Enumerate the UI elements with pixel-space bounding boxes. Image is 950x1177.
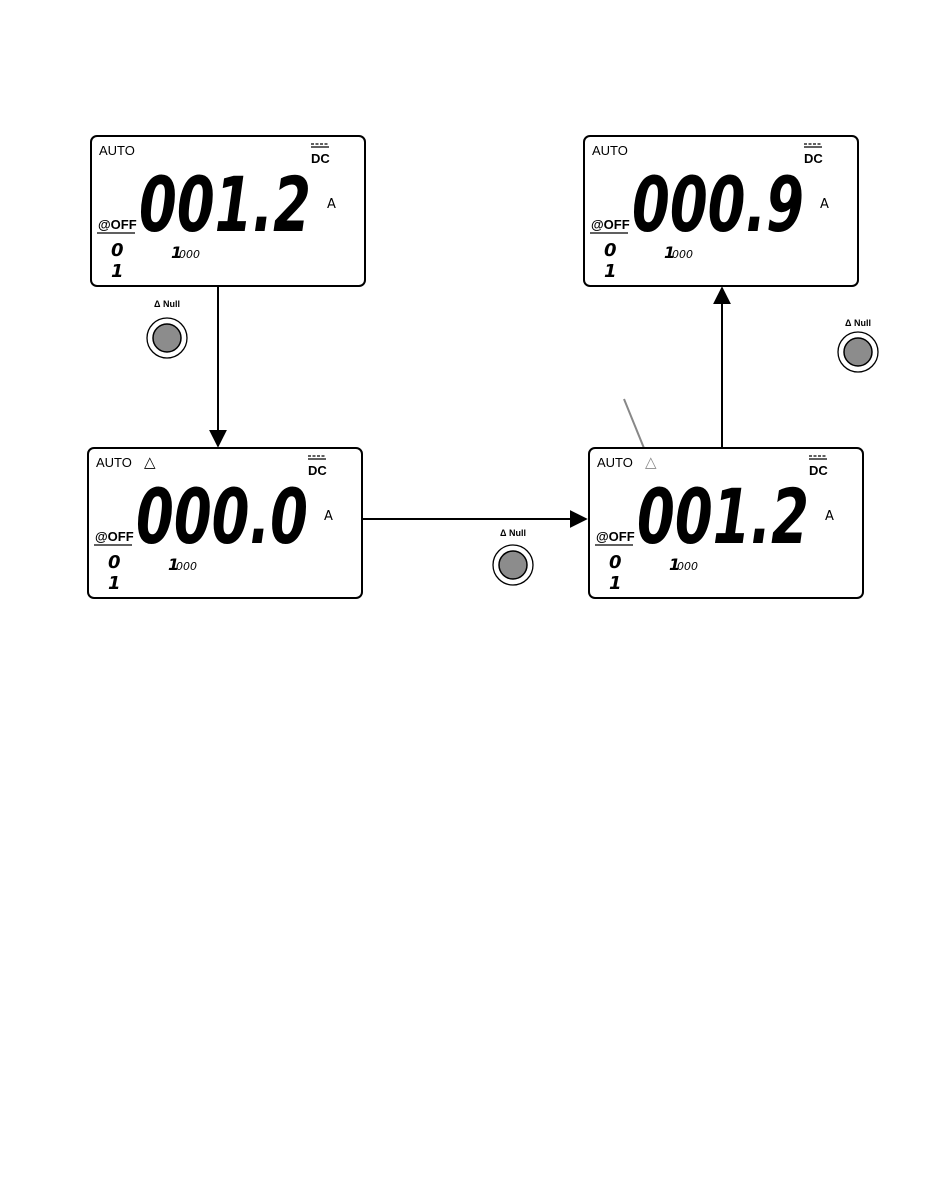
button-cap[interactable]: [499, 551, 527, 579]
main-reading: 001.2: [139, 160, 311, 249]
delta-annunciator: △: [144, 453, 156, 471]
range-indicator: 000: [176, 560, 197, 573]
dc-annunciator: DC: [804, 151, 823, 166]
range-indicator: 000: [672, 248, 693, 261]
unit-annunciator: A: [825, 509, 834, 524]
sub-digit-bottom: 1: [604, 261, 617, 282]
delta-icon: Δ: [845, 318, 854, 328]
null-button-label: Δ Null: [845, 318, 871, 328]
auto-annunciator: AUTO: [597, 455, 633, 470]
auto-power-off-annunciator: @OFF: [596, 529, 635, 544]
null-button-label: Δ Null: [154, 299, 180, 309]
auto-annunciator: AUTO: [99, 143, 135, 158]
sub-digit-top: 0: [604, 240, 617, 261]
unit-annunciator: A: [327, 197, 336, 212]
dc-annunciator: DC: [809, 463, 828, 478]
range-indicator: 000: [179, 248, 200, 261]
dc-annunciator: DC: [308, 463, 327, 478]
null-button[interactable]: Δ Null: [493, 528, 533, 585]
sub-digit-top: 0: [111, 240, 124, 261]
main-reading: 000.0: [136, 472, 308, 561]
delta-icon: Δ: [154, 299, 163, 309]
sub-digit-bottom: 1: [108, 573, 121, 594]
unit-annunciator: A: [324, 509, 333, 524]
unit-annunciator: A: [820, 197, 829, 212]
button-cap[interactable]: [844, 338, 872, 366]
auto-power-off-annunciator: @OFF: [591, 217, 630, 232]
range-indicator: 000: [677, 560, 698, 573]
sub-digit-top: 0: [108, 552, 121, 573]
auto-annunciator: AUTO: [96, 455, 132, 470]
null-button-label: Δ Null: [500, 528, 526, 538]
delta-annunciator: △: [645, 453, 657, 471]
delta-icon: Δ: [500, 528, 509, 538]
button-cap[interactable]: [153, 324, 181, 352]
null-button[interactable]: Δ Null: [147, 299, 187, 358]
main-reading: 001.2: [637, 472, 809, 561]
null-button[interactable]: Δ Null: [838, 318, 878, 372]
auto-power-off-annunciator: @OFF: [95, 529, 134, 544]
dc-annunciator: DC: [311, 151, 330, 166]
auto-power-off-annunciator: @OFF: [98, 217, 137, 232]
sub-digit-top: 0: [609, 552, 622, 573]
sub-digit-bottom: 1: [609, 573, 622, 594]
auto-annunciator: AUTO: [592, 143, 628, 158]
sub-digit-bottom: 1: [111, 261, 124, 282]
main-reading: 000.9: [632, 160, 804, 249]
